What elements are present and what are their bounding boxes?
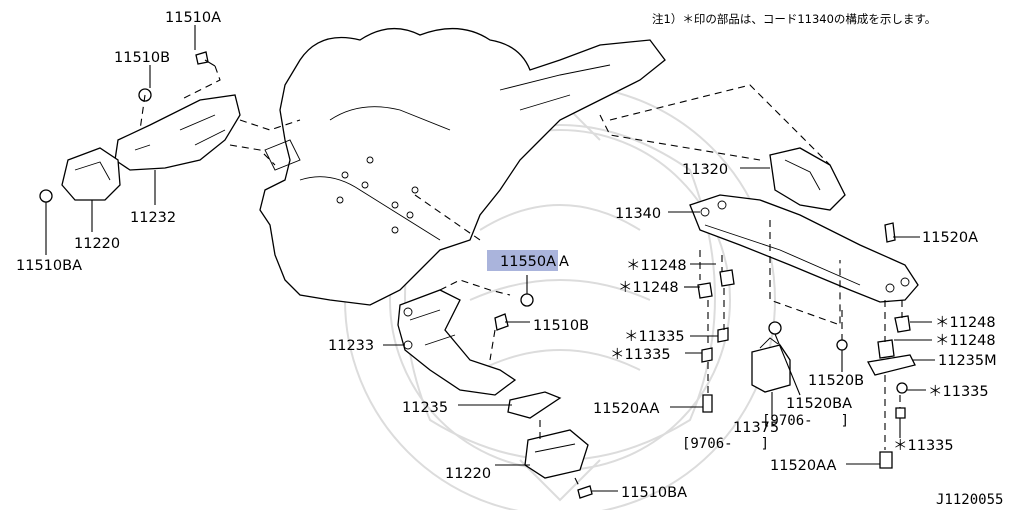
part-label-11510B-top[interactable]: 11510B: [114, 50, 170, 66]
part-label-11248-2[interactable]: ＊11248: [618, 280, 679, 296]
part-label-11550A[interactable]: 11550A: [500, 254, 556, 270]
part-label-11248-r2[interactable]: ＊11248: [935, 333, 996, 349]
center-mount-group: [383, 194, 618, 499]
part-label-11510B-mid[interactable]: 11510B: [533, 318, 589, 334]
right-crossmember-group: [599, 84, 935, 469]
part-label-11248-r1[interactable]: ＊11248: [935, 315, 996, 331]
part-label-11248-1[interactable]: ＊11248: [626, 258, 687, 274]
part-label-11335-1[interactable]: ＊11335: [624, 329, 685, 345]
part-label-11233[interactable]: 11233: [328, 338, 374, 354]
part-label-11520BA[interactable]: 11520BA: [786, 396, 852, 412]
part-label-11232[interactable]: 11232: [130, 210, 176, 226]
engine-transmission-assembly: [259, 27, 666, 306]
part-label-11510BA-bottom[interactable]: 11510BA: [621, 485, 687, 501]
part-label-11520A[interactable]: 11520A: [922, 230, 978, 246]
part-label-11520AA-right[interactable]: 11520AA: [770, 458, 836, 474]
part-label-11520B[interactable]: 11520B: [808, 373, 864, 389]
part-label-11510A[interactable]: 11510A: [165, 10, 221, 26]
part-date-11520BA: [9706- ]: [762, 413, 849, 429]
part-label-11520AA-left[interactable]: 11520AA: [593, 401, 659, 417]
part-label-11335-r1[interactable]: ＊11335: [928, 384, 989, 400]
part-label-11375[interactable]: 11375: [733, 420, 779, 436]
part-label-11220-left[interactable]: 11220: [74, 236, 120, 252]
left-mount-group: [39, 25, 301, 255]
part-label-11235M[interactable]: 11235M: [938, 353, 997, 369]
part-label-11335-r2[interactable]: ＊11335: [893, 438, 954, 454]
part-label-11550A-suffix: A: [559, 254, 569, 270]
part-label-11320[interactable]: 11320: [682, 162, 728, 178]
part-label-11510BA-left[interactable]: 11510BA: [16, 258, 82, 274]
part-label-11335-2[interactable]: ＊11335: [610, 347, 671, 363]
part-label-11235[interactable]: 11235: [402, 400, 448, 416]
highlighted-part-box[interactable]: [487, 250, 558, 271]
part-label-11340[interactable]: 11340: [615, 206, 661, 222]
footnote-text: 注1）＊印の部品は、コード11340の構成を示します。: [652, 12, 936, 26]
part-label-11220-bottom[interactable]: 11220: [445, 466, 491, 482]
diagram-code: J1120055: [936, 492, 1003, 508]
part-date-11375: [9706- ]: [682, 436, 769, 452]
